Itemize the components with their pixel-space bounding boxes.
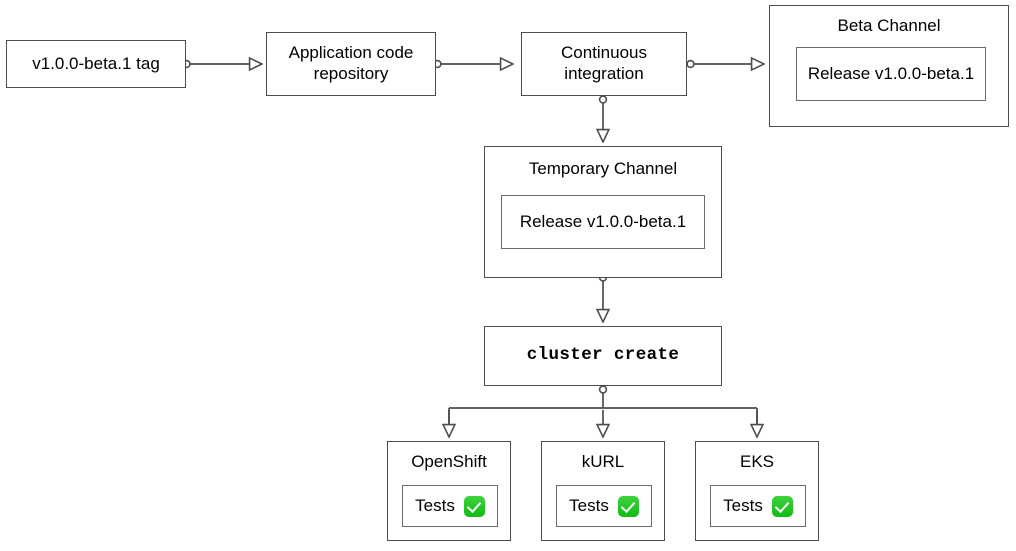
node-version-tag[interactable]: v1.0.0-beta.1 tag [6,40,186,88]
group-temporary-channel[interactable]: Temporary Channel Release v1.0.0-beta.1 [484,146,722,278]
group-target-eks[interactable]: EKS Tests [695,441,819,541]
node-ci-label-line1: Continuous [560,43,647,63]
node-cluster-create-label: cluster create [526,345,680,366]
green-check-icon [617,495,639,517]
group-beta-channel[interactable]: Beta Channel Release v1.0.0-beta.1 [769,5,1009,127]
kurl-tests-box[interactable]: Tests [556,485,652,527]
openshift-tests-label: Tests [415,496,455,515]
group-target-eks-title: EKS [739,452,775,471]
temporary-channel-release-box[interactable]: Release v1.0.0-beta.1 [501,195,705,249]
node-repo-label-line2: repository [313,64,389,83]
openshift-tests-box[interactable]: Tests [402,485,498,527]
beta-channel-release-box[interactable]: Release v1.0.0-beta.1 [796,47,986,101]
beta-channel-release-label: Release v1.0.0-beta.1 [807,64,975,83]
eks-tests-label: Tests [723,496,763,515]
node-continuous-integration[interactable]: Continuous integration [521,32,687,96]
group-target-kurl-title: kURL [581,452,625,471]
edge-source-dot [598,95,608,104]
group-target-kurl[interactable]: kURL Tests [541,441,665,541]
node-repo-label-line1: Application code [288,43,414,63]
kurl-tests-label: Tests [569,496,609,515]
node-ci-label-line2: integration [564,64,644,83]
eks-tests-box[interactable]: Tests [710,485,806,527]
green-check-icon [463,495,485,517]
group-temporary-channel-title: Temporary Channel [528,159,678,178]
edge-branch-bus [448,393,757,434]
green-check-icon [771,495,793,517]
group-beta-channel-title: Beta Channel [837,16,941,35]
temporary-channel-release-label: Release v1.0.0-beta.1 [519,212,687,231]
edge-source-dot [686,59,695,69]
node-version-tag-label: v1.0.0-beta.1 tag [32,53,160,73]
group-target-openshift[interactable]: OpenShift Tests [387,441,511,541]
node-cluster-create[interactable]: cluster create [484,326,722,386]
group-target-openshift-title: OpenShift [411,452,487,471]
node-application-code-repository[interactable]: Application code repository [266,32,436,96]
edge-source-dot [598,385,608,394]
